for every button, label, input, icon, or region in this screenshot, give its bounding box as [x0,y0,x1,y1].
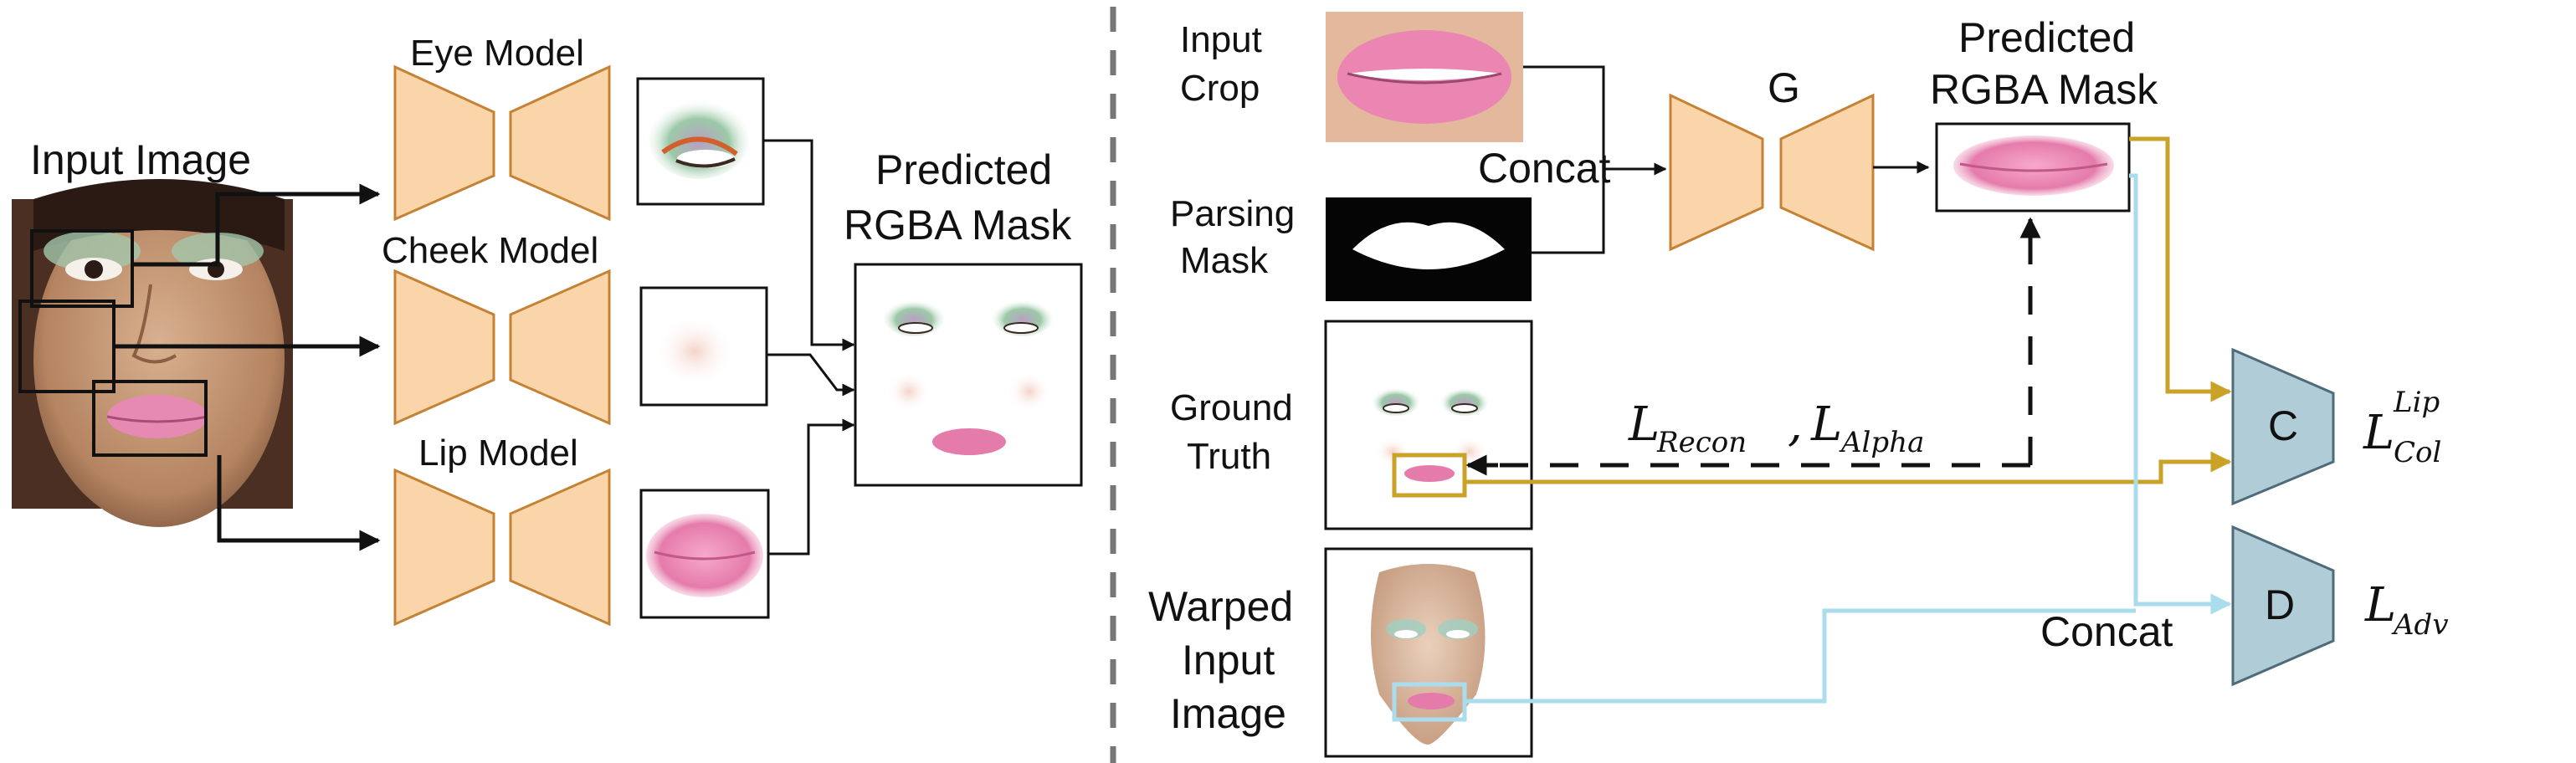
input-image-label: Input Image [30,136,251,183]
ground-truth-label-1: Ground [1170,387,1293,428]
eye-model-generator [393,64,611,222]
input-face-photo [12,179,293,527]
parsing-mask-label-1: Parsing [1170,193,1295,234]
pred-to-adv-disc-blue [2129,173,2232,615]
ground-truth-box [1324,320,1533,530]
adv-loss-symbol: L [2364,578,2396,632]
crop-to-concat-wire [1523,65,1605,254]
left-predicted-label-2: RGBA Mask [844,202,1072,248]
eye-model-label: Eye Model [410,33,584,74]
lip-output-mask [646,514,763,597]
lip-to-mask-arrow [768,418,855,556]
adv-loss-label: L Adv [2364,578,2449,642]
cheek-to-mask-arrow [767,353,855,397]
left-predicted-mask [884,300,1053,455]
warped-label-1: Warped [1148,583,1293,630]
left-predicted-label-1: Predicted [875,146,1052,193]
recon-loss-subscript: Recon [1656,426,1747,459]
cheek-output-mask [654,315,735,388]
adversarial-discriminator-d [2231,525,2335,687]
warped-label-2: Input [1182,637,1275,684]
right-predicted-mask [1953,136,2114,196]
lip-crop-arrow [217,455,381,551]
parsing-mask-label-2: Mask [1180,240,1269,281]
lip-model-label: Lip Model [418,433,578,474]
ground-truth-mask [1373,387,1488,482]
right-predicted-label-1: Predicted [1958,14,2135,61]
loss-separator: , [1788,397,1803,452]
recon-alpha-loss-label: L Recon , L Alpha [1628,397,1924,459]
input-crop-label-1: Input [1180,19,1262,60]
input-crop-image [1326,12,1523,142]
generator-label: G [1768,64,1800,111]
cheek-model-label: Cheek Model [382,230,598,271]
eye-to-mask-arrow [763,139,855,351]
eye-crop-arrow [132,183,381,267]
adv-disc-label: D [2265,581,2295,628]
alpha-loss-subscript: Alpha [1839,426,1924,459]
color-discriminator-c [2231,347,2335,506]
cheek-model-generator [393,269,611,426]
concat-bottom-label: Concat [2040,608,2173,655]
recon-loss-symbol: L [1628,397,1660,452]
generator-g [1669,93,1875,252]
warped-to-adv-disc-blue [1465,608,2136,704]
lip-model-generator [393,468,611,627]
right-predicted-label-2: RGBA Mask [1930,66,2158,113]
ground-truth-lip-highlight [1392,453,1467,498]
concat-top-label: Concat [1478,145,1611,192]
alpha-loss-symbol: L [1810,397,1842,452]
warped-label-3: Image [1170,690,1286,737]
ground-truth-label-2: Truth [1187,436,1271,477]
color-loss-subscript: Col [2394,436,2441,469]
color-loss-symbol: L [2363,406,2394,460]
pred-to-color-disc-gold [2129,136,2232,402]
eye-output-mask [649,99,749,179]
adv-loss-subscript: Adv [2391,608,2449,642]
gt-to-color-disc-gold [1465,451,2232,484]
color-loss-superscript: Lip [2393,386,2440,419]
input-crop-label-2: Crop [1180,68,1260,109]
color-loss-label: L Lip Col [2363,386,2441,469]
parsing-mask-image [1326,197,1532,301]
warped-face-image [1371,564,1486,745]
color-disc-label: C [2268,402,2298,449]
